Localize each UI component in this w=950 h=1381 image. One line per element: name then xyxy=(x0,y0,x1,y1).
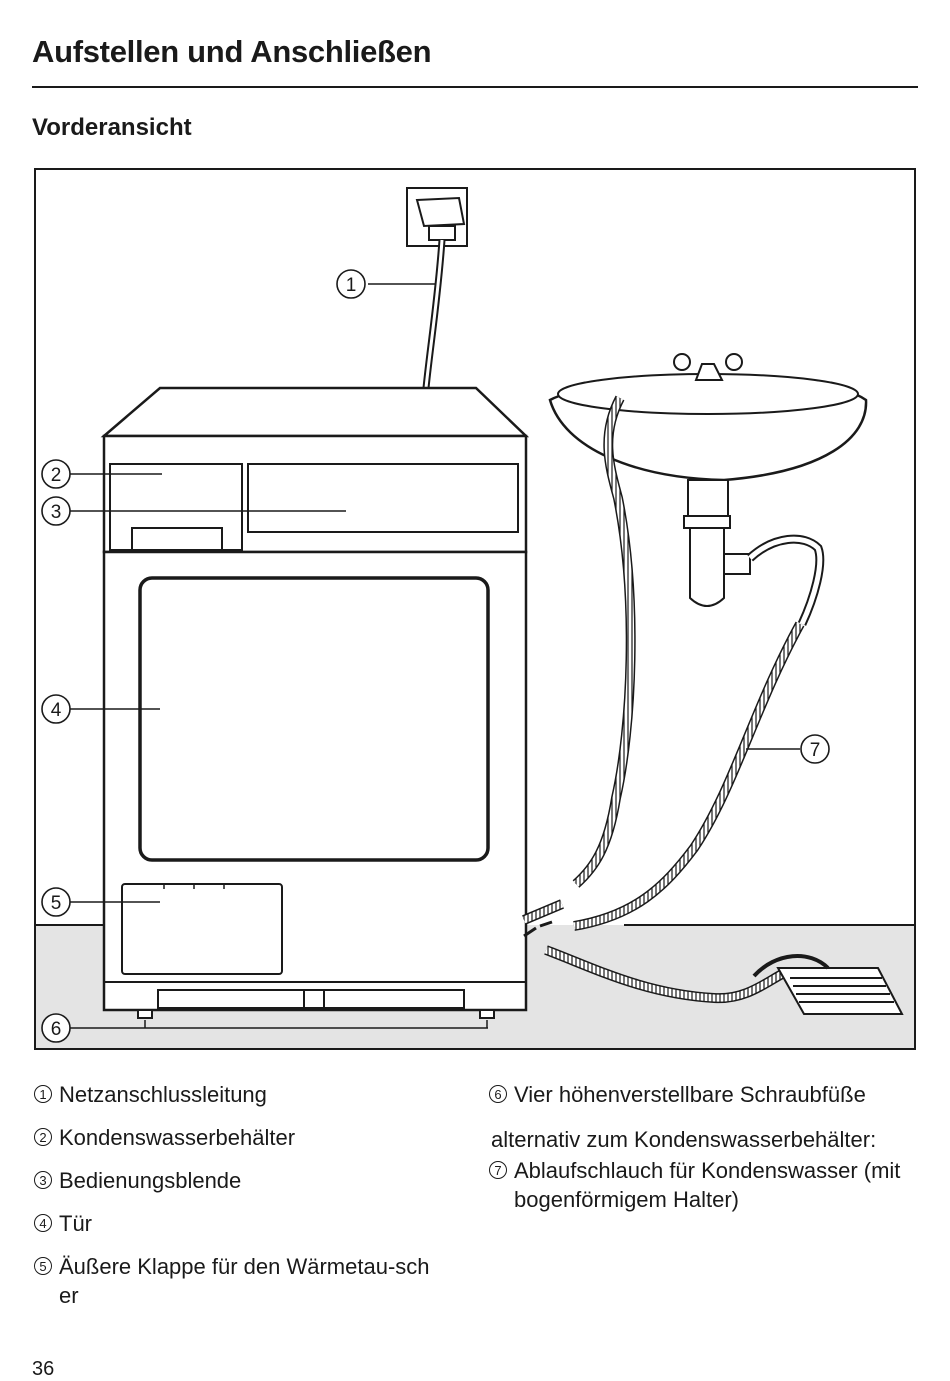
page-title: Aufstellen und Anschließen xyxy=(32,34,432,69)
legend-number: 1 xyxy=(34,1085,52,1103)
legend-right: 6 Vier höhenverstellbare Schraubfüße alt… xyxy=(489,1080,929,1228)
callout-4: 4 xyxy=(41,694,71,724)
title-divider xyxy=(32,86,918,88)
section-heading: Vorderansicht xyxy=(32,114,192,141)
callout-1-label: 1 xyxy=(346,275,357,296)
callout-5: 5 xyxy=(41,887,71,917)
floor-drain xyxy=(752,954,904,1015)
dryer-front-view-illustration: 1 2 3 4 5 6 7 xyxy=(34,168,916,1050)
legend-number: 4 xyxy=(34,1214,52,1232)
legend-item-tuer: 4 Tür xyxy=(34,1209,454,1238)
callout-2: 2 xyxy=(41,459,71,489)
legend-text: Bedienungsblende xyxy=(59,1168,242,1193)
legend-text: Netzanschlussleitung xyxy=(59,1082,267,1107)
callout-6-label: 6 xyxy=(51,1019,62,1040)
leader-lines xyxy=(70,283,800,1029)
wash-basin xyxy=(548,353,868,626)
legend-note: alternativ zum Kondenswasserbehälter: xyxy=(491,1127,877,1152)
legend-text: Kondenswasserbehälter xyxy=(59,1125,296,1150)
callout-4-label: 4 xyxy=(51,700,62,721)
callout-7-label: 7 xyxy=(810,740,821,761)
legend-item-schraubfuesse: 6 Vier höhenverstellbare Schraubfüße xyxy=(489,1080,929,1109)
legend-text: Tür xyxy=(59,1211,92,1236)
callout-5-label: 5 xyxy=(51,893,62,914)
legend-text: Ablaufschlauch für Kondenswasser (mit bo… xyxy=(514,1158,901,1212)
legend-number: 7 xyxy=(489,1161,507,1179)
legend-text: Äußere Klappe für den Wärmetau-scher xyxy=(59,1254,430,1308)
legend-number: 2 xyxy=(34,1128,52,1146)
callout-1: 1 xyxy=(336,269,366,299)
callout-6: 6 xyxy=(41,1013,71,1043)
dryer xyxy=(100,386,530,1019)
legend-number: 6 xyxy=(489,1085,507,1103)
legend-text: Vier höhenverstellbare Schraubfüße xyxy=(514,1082,866,1107)
callout-2-label: 2 xyxy=(51,465,62,486)
legend-item-ablaufschlauch: 7 Ablaufschlauch für Kondenswasser (mit … xyxy=(489,1156,914,1214)
callout-3-label: 3 xyxy=(51,502,62,523)
legend-number: 5 xyxy=(34,1257,52,1275)
legend-item-aeussere-klappe: 5 Äußere Klappe für den Wärmetau-scher xyxy=(34,1252,459,1310)
page-number: 36 xyxy=(32,1358,55,1380)
legend-left: 1 Netzanschlussleitung 2 Kondenswasserbe… xyxy=(34,1080,454,1324)
callout-7: 7 xyxy=(800,734,830,764)
wall-socket xyxy=(406,187,468,247)
legend-item-netzanschlussleitung: 1 Netzanschlussleitung xyxy=(34,1080,454,1109)
callout-3: 3 xyxy=(41,496,71,526)
legend-item-kondenswasserbehaelter: 2 Kondenswasserbehälter xyxy=(34,1123,454,1152)
legend-number: 3 xyxy=(34,1171,52,1189)
legend-item-bedienungsblende: 3 Bedienungsblende xyxy=(34,1166,454,1195)
